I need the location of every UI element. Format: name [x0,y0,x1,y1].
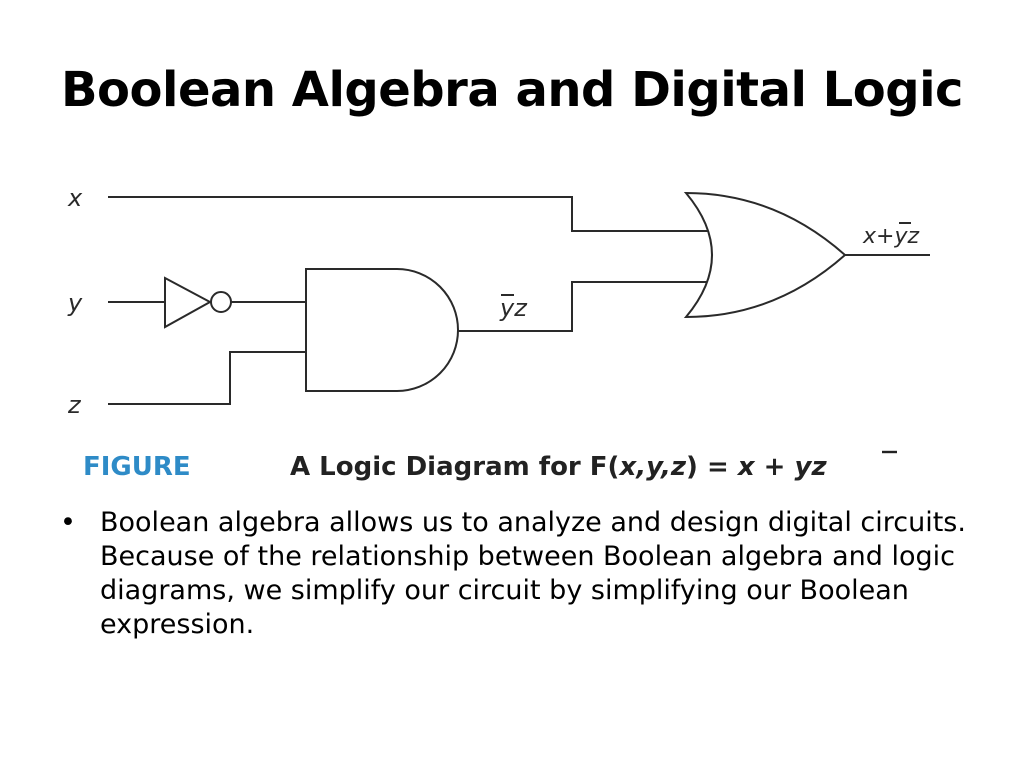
caption-z: z [810,452,827,482]
bullet-list: • Boolean algebra allows us to analyze a… [58,506,968,642]
caption-plus: + [755,452,795,482]
and-output-label: yz [499,294,528,322]
not-gate-bubble [210,291,232,313]
input-label-z: z [67,391,82,419]
input-label-y: y [67,289,83,317]
figure-caption: A Logic Diagram for F(x,y,z) = x + yz [290,452,827,482]
figure-label: FIGURE [83,452,191,482]
or-output-label-plus: + [876,224,894,249]
or-output-label-y: y [893,224,908,249]
caption-x: x [736,452,756,482]
caption-text: A Logic Diagram for F( [290,452,619,482]
slide-title: Boolean Algebra and Digital Logic [60,62,964,118]
logic-diagram: x y z yz x+yz FIGURE [67,184,930,482]
bullet-text: Boolean algebra allows us to analyze and… [100,507,966,640]
or-output-label: x+yz [862,224,920,249]
caption-ybar: y [795,452,813,482]
bullet-marker: • [60,507,76,538]
and-output-label-z: z [513,294,528,322]
and-gate [305,268,459,392]
bullet-item: • Boolean algebra allows us to analyze a… [58,506,968,642]
not-gate [164,276,213,329]
and-output-label-y: y [499,294,515,322]
or-output-label-z: z [907,224,920,249]
or-output-label-x: x [862,224,877,249]
input-label-x: x [67,184,83,212]
caption-equals: ) = [686,452,738,482]
wire-z [108,351,306,405]
wire-x [108,196,710,232]
caption-args: x,y,z [617,452,686,482]
or-gate [683,191,847,319]
wire-and-output [458,281,710,332]
